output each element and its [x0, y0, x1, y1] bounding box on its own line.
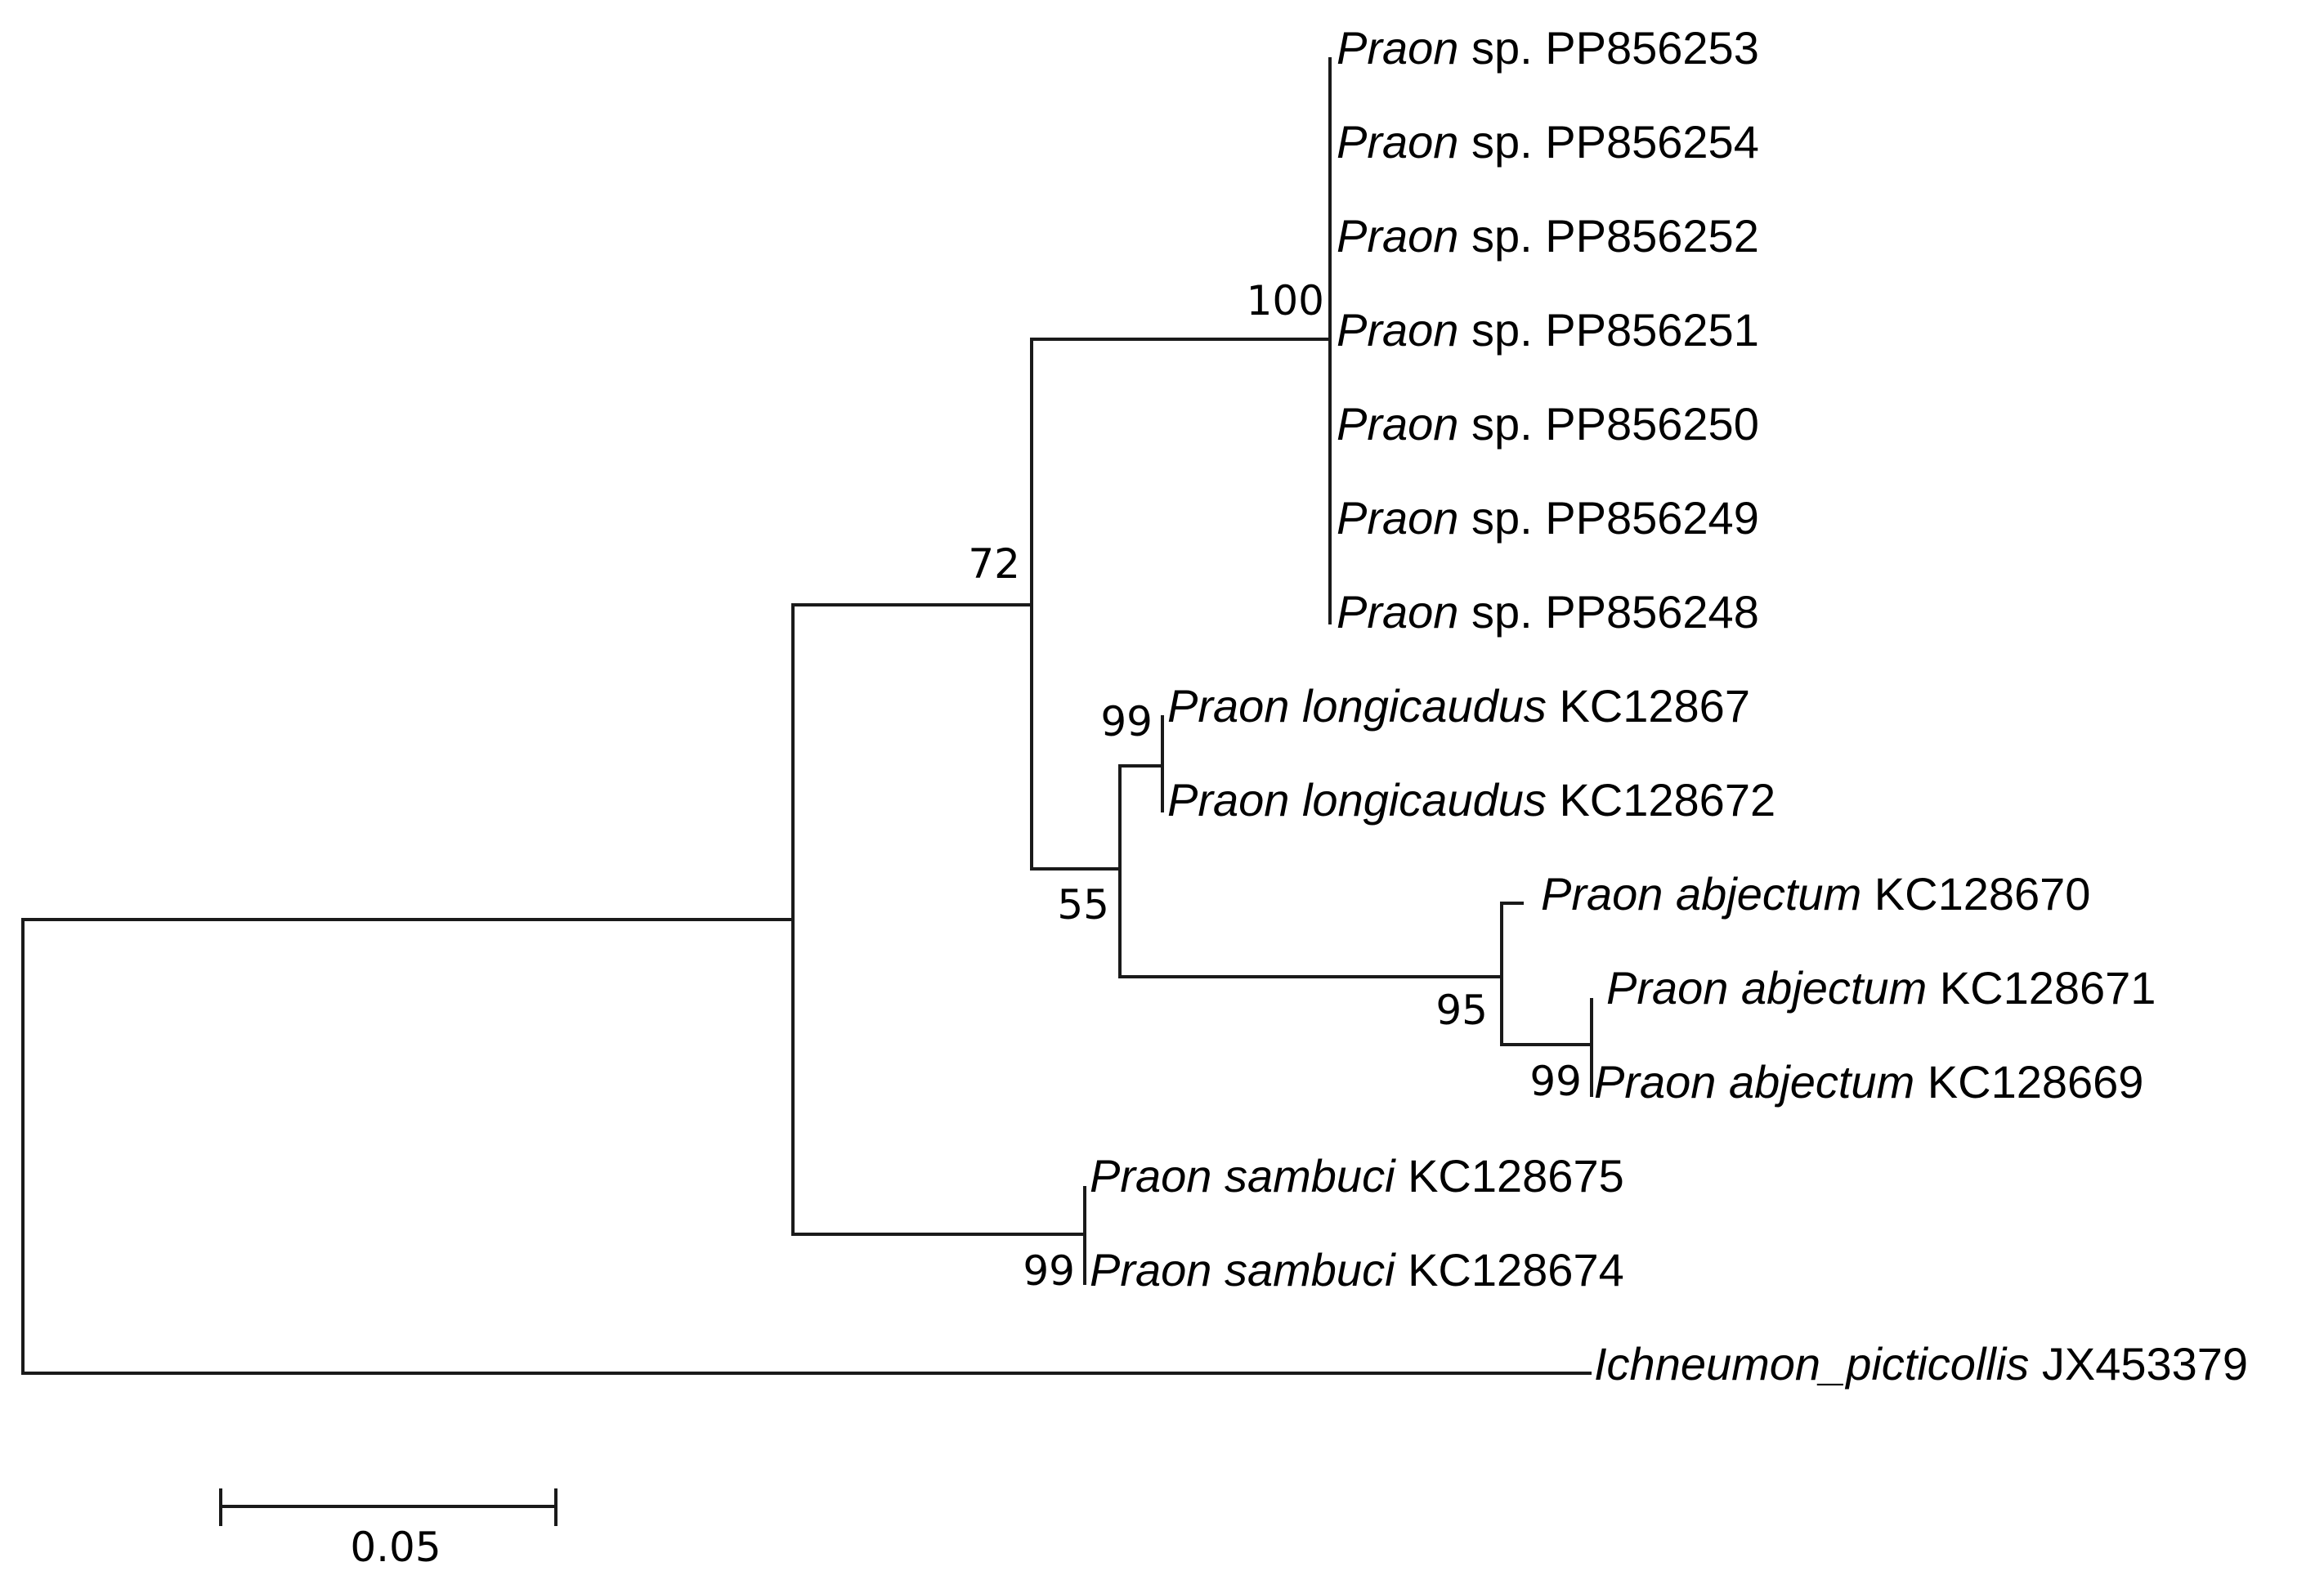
- support-value-node72: 72: [968, 540, 1020, 588]
- taxon-label: Praon sp. PP856254: [1337, 116, 1759, 168]
- taxon-label: Praon sambuci KC128674: [1090, 1244, 1624, 1296]
- support-value-abjectum-inner: 99: [1529, 1058, 1582, 1105]
- scale-bar-label: 0.05: [350, 1524, 441, 1571]
- taxon-label: Praon longicaudus KC128672: [1167, 774, 1775, 826]
- taxon-label: Praon abjectum KC128671: [1606, 962, 2156, 1014]
- taxon-label: Praon sp. PP856249: [1337, 492, 1759, 544]
- support-value-sambuci: 99: [1023, 1247, 1075, 1295]
- taxon-label: Praon sambuci KC128675: [1090, 1150, 1624, 1202]
- taxon-label: Praon sp. PP856251: [1337, 304, 1759, 356]
- support-value-praon-sp: 100: [1247, 277, 1324, 324]
- taxon-labels: Praon sp. PP856253 Praon sp. PP856254 Pr…: [1090, 22, 2248, 1390]
- taxon-label: Praon sp. PP856250: [1337, 398, 1759, 450]
- support-values: 100 72 55 99 95 99 99: [968, 277, 1582, 1295]
- support-value-node55: 55: [1057, 881, 1109, 929]
- taxon-label: Praon abjectum KC128670: [1541, 868, 2090, 920]
- support-value-longicaudus: 99: [1100, 698, 1153, 745]
- taxon-label: Ichneumon_picticollis JX453379: [1594, 1338, 2248, 1390]
- taxon-label: Praon abjectum KC128669: [1594, 1056, 2143, 1108]
- support-value-abjectum: 95: [1435, 987, 1488, 1034]
- tree-branches: [21, 57, 1593, 1526]
- taxon-label: Praon sp. PP856252: [1337, 210, 1759, 262]
- taxon-label: Praon sp. PP856248: [1337, 586, 1759, 638]
- taxon-label: Praon longicaudus KC12867: [1167, 680, 1750, 732]
- taxon-label: Praon sp. PP856253: [1337, 22, 1759, 74]
